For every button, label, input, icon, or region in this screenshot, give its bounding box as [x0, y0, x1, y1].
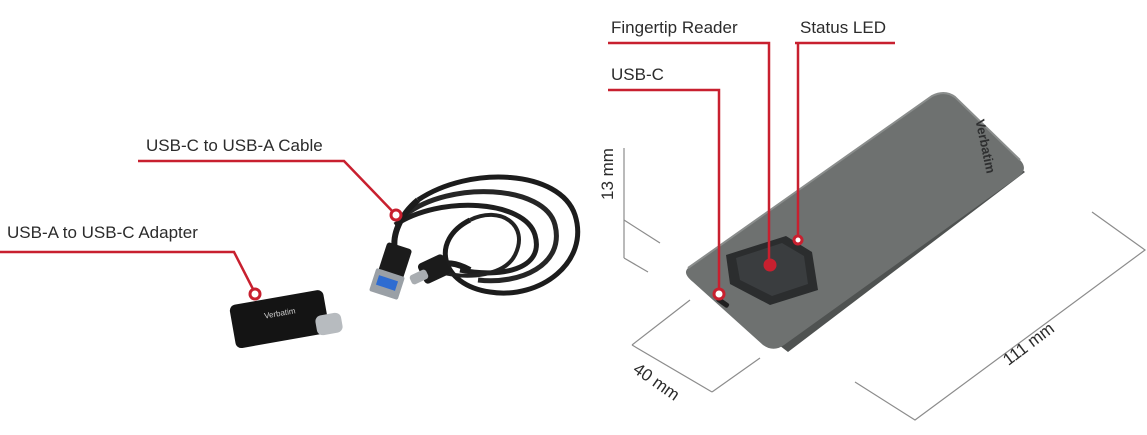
- callout-dots: [248, 208, 804, 301]
- dim-line-width: [631, 344, 713, 393]
- usb-cable: [369, 174, 581, 300]
- label-usb-c: USB-C: [611, 65, 664, 84]
- usb-adapter: Verbatim: [229, 290, 343, 349]
- label-adapter: USB-A to USB-C Adapter: [7, 223, 198, 242]
- label-cable: USB-C to USB-A Cable: [146, 136, 323, 155]
- dot-fingertip: [763, 258, 777, 272]
- callouts: [0, 41, 895, 294]
- dot-cable: [389, 208, 403, 222]
- label-fingertip-reader: Fingertip Reader: [611, 18, 738, 37]
- dot-usbc: [712, 287, 726, 301]
- dot-adapter: [248, 287, 262, 301]
- ssd-drive: Verbatim: [685, 92, 1025, 352]
- callout-line-cable: [138, 159, 397, 216]
- label-status-led: Status LED: [800, 18, 886, 37]
- callout-line-usbc: [608, 88, 721, 293]
- callout-line-fingertip: [608, 41, 771, 265]
- dim-line-length: [854, 211, 1147, 421]
- dot-status: [792, 234, 804, 246]
- callout-line-adapter: [0, 250, 257, 294]
- dim-height: 13 mm: [597, 148, 617, 200]
- dimension-lines: [623, 148, 1147, 421]
